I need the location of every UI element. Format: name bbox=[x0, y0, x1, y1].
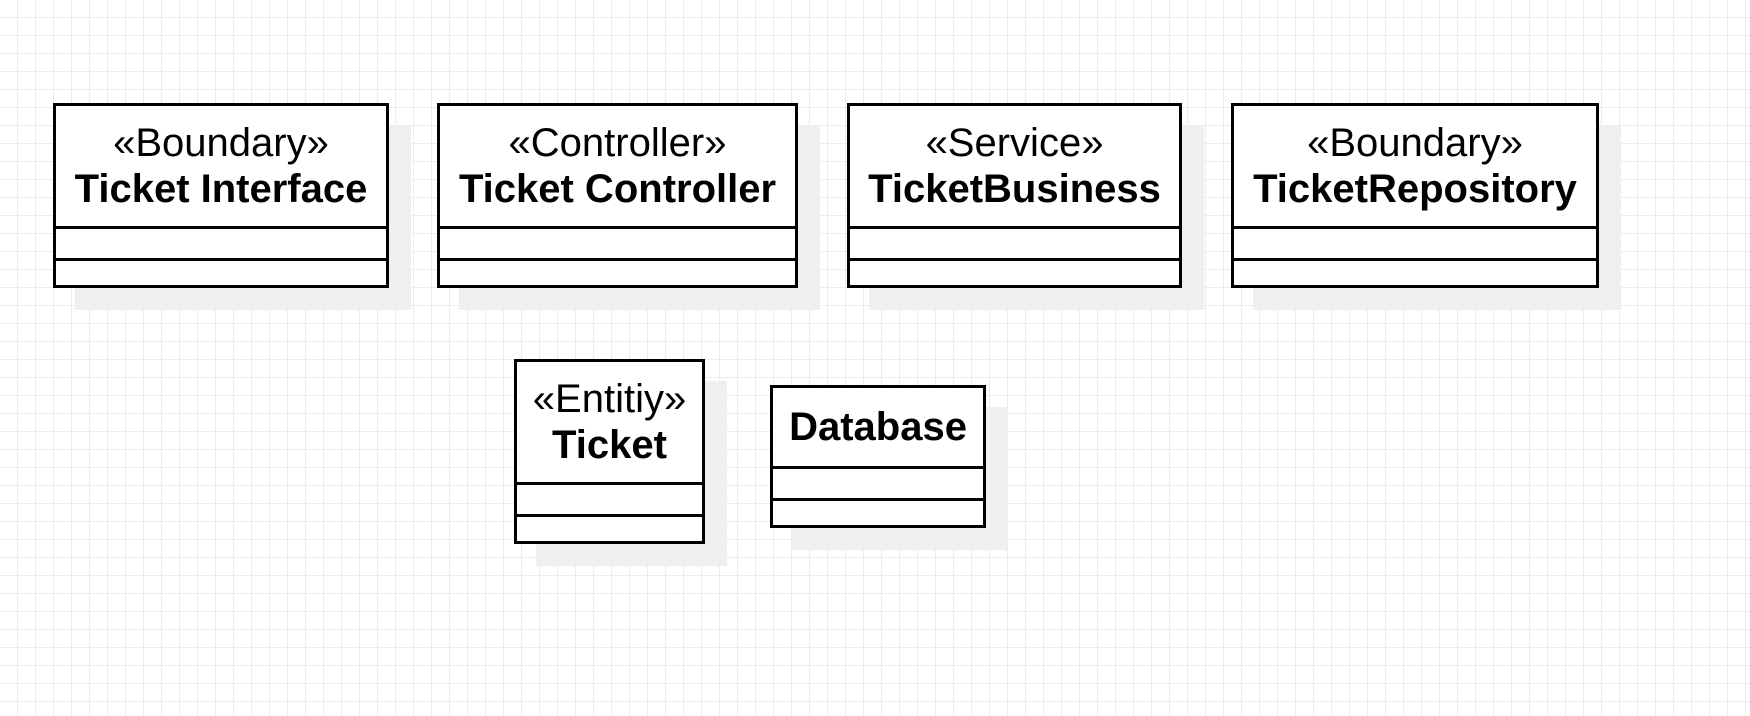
operations-compartment bbox=[56, 261, 386, 285]
class-header: «Service» TicketBusiness bbox=[850, 106, 1179, 229]
operations-compartment bbox=[773, 501, 983, 525]
attributes-compartment bbox=[56, 229, 386, 261]
attributes-compartment bbox=[850, 229, 1179, 261]
attributes-compartment bbox=[773, 469, 983, 501]
operations-compartment bbox=[517, 517, 702, 541]
class-header: Database bbox=[773, 388, 983, 469]
class-ticket-interface[interactable]: «Boundary» Ticket Interface bbox=[53, 103, 389, 288]
class-name-label: TicketBusiness bbox=[868, 167, 1161, 211]
operations-compartment bbox=[440, 261, 795, 285]
class-header: «Boundary» Ticket Interface bbox=[56, 106, 386, 229]
class-ticket-repository[interactable]: «Boundary» TicketRepository bbox=[1231, 103, 1599, 288]
class-database[interactable]: Database bbox=[770, 385, 986, 528]
class-header: «Entitiy» Ticket bbox=[517, 362, 702, 485]
class-header: «Controller» Ticket Controller bbox=[440, 106, 795, 229]
stereotype-label: «Service» bbox=[925, 121, 1104, 165]
attributes-compartment bbox=[440, 229, 795, 261]
stereotype-label: «Boundary» bbox=[113, 121, 329, 165]
class-name-label: TicketRepository bbox=[1253, 167, 1577, 211]
stereotype-label: «Controller» bbox=[508, 121, 727, 165]
stereotype-label: «Entitiy» bbox=[532, 377, 687, 421]
class-ticket-business[interactable]: «Service» TicketBusiness bbox=[847, 103, 1182, 288]
class-name-label: Ticket Interface bbox=[74, 167, 368, 211]
class-name-label: Database bbox=[789, 405, 967, 449]
class-name-label: Ticket bbox=[552, 423, 667, 467]
stereotype-label: «Boundary» bbox=[1307, 121, 1523, 165]
class-ticket[interactable]: «Entitiy» Ticket bbox=[514, 359, 705, 544]
class-ticket-controller[interactable]: «Controller» Ticket Controller bbox=[437, 103, 798, 288]
operations-compartment bbox=[850, 261, 1179, 285]
class-name-label: Ticket Controller bbox=[458, 167, 777, 211]
operations-compartment bbox=[1234, 261, 1596, 285]
attributes-compartment bbox=[517, 485, 702, 517]
class-header: «Boundary» TicketRepository bbox=[1234, 106, 1596, 229]
attributes-compartment bbox=[1234, 229, 1596, 261]
